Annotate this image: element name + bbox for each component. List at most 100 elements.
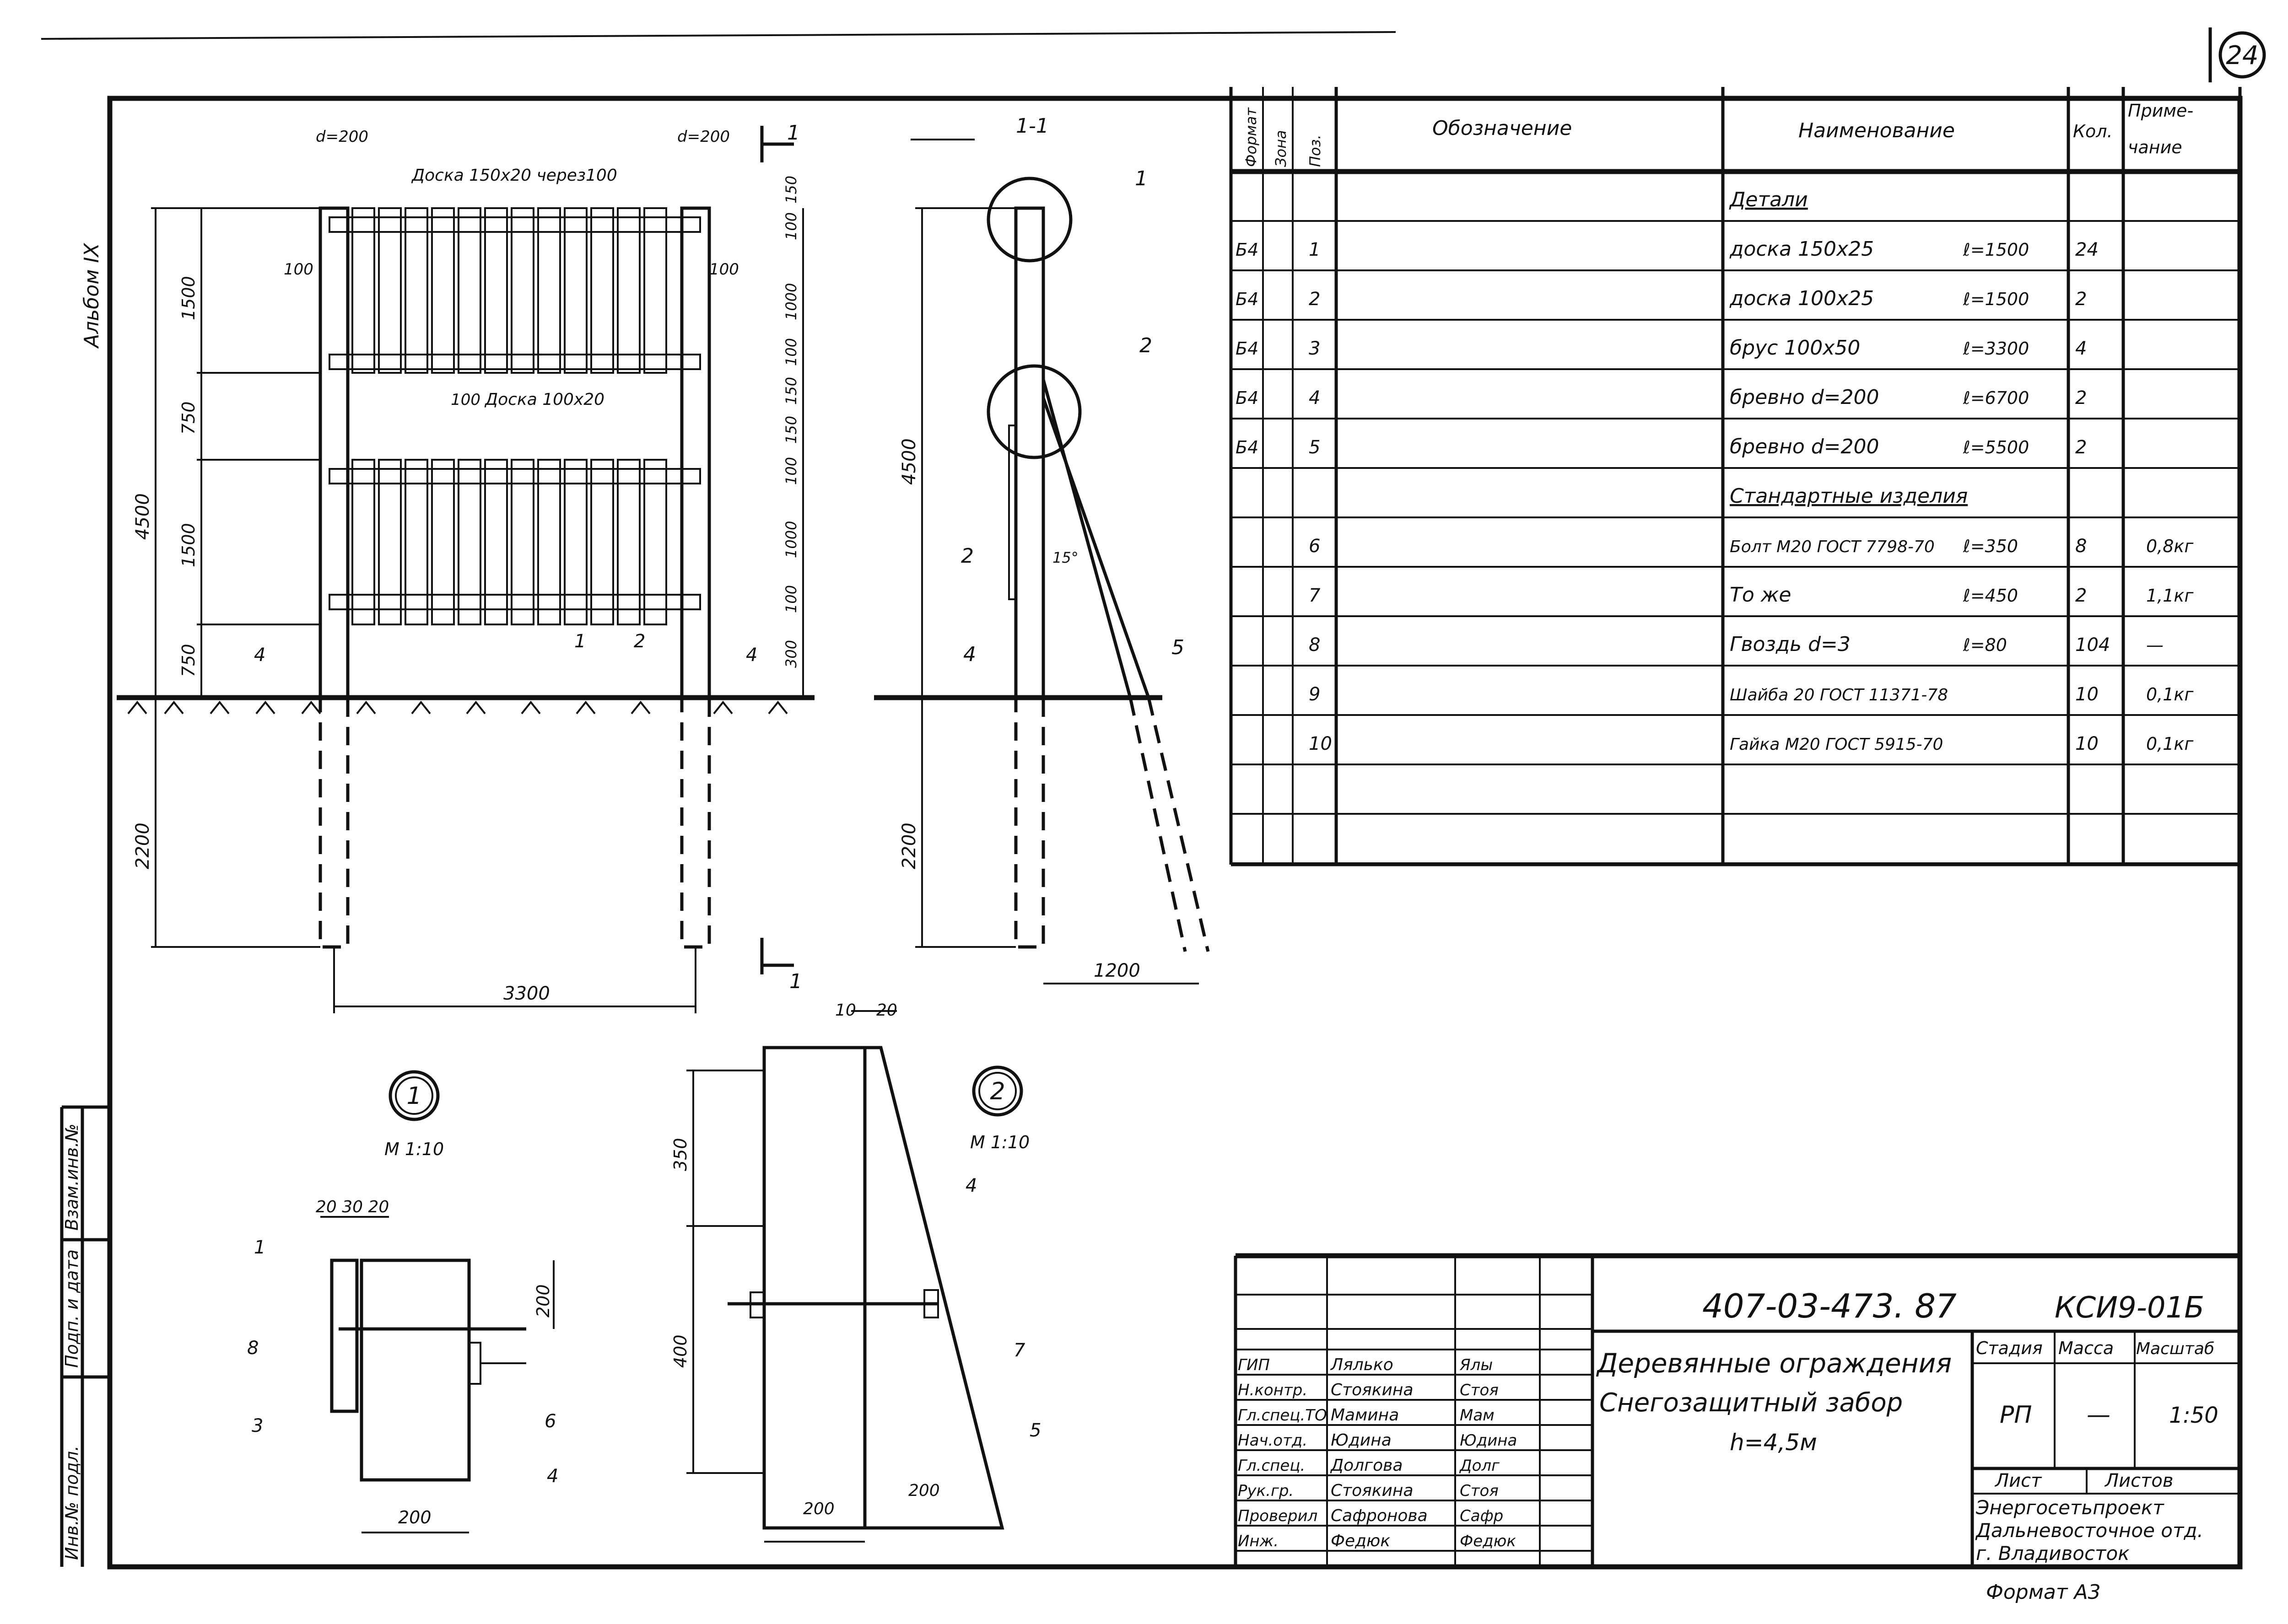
spec-name: доска 100х25 (1729, 287, 1874, 310)
stamp-sign-label: Подп. и дата (62, 1249, 82, 1368)
spec-length: ℓ=5500 (1963, 437, 2029, 457)
spec-format: Б4 (1236, 339, 1258, 359)
spec-name: Детали (1729, 188, 1808, 211)
spec-length: ℓ=450 (1963, 586, 2018, 606)
staff-role: Нач.отд. (1238, 1431, 1307, 1450)
mass-value: — (2087, 1401, 2110, 1429)
section-callout-2-lower: 2 (961, 544, 974, 568)
detail1-scale: М 1:10 (384, 1139, 444, 1159)
staff-role: Проверил (1238, 1507, 1317, 1525)
side-100-left: 100 (284, 260, 313, 279)
spec-name: Стандартные изделия (1730, 484, 1968, 508)
detail1-callout-4: 4 (547, 1466, 558, 1487)
scale-value: 1:50 (2169, 1403, 2218, 1428)
detail2-callout-4: 4 (966, 1175, 977, 1196)
detail2-scale: М 1:10 (970, 1132, 1030, 1152)
dim-750-upper: 750 (178, 401, 199, 435)
spec-quantity: 24 (2075, 239, 2099, 260)
staff-name: Мамина (1331, 1406, 1399, 1425)
detail1-dim-200-v: 200 (533, 1284, 553, 1317)
spec-position: 2 (1309, 289, 1320, 310)
spec-note: 0,1кг (2146, 734, 2194, 754)
detail2-dim-200b: 200 (908, 1481, 940, 1500)
scale-label: Масштаб (2136, 1339, 2214, 1358)
dim-2200: 2200 (132, 823, 153, 869)
staff-role: Гл.спец. (1238, 1457, 1305, 1475)
staff-name: Стоякина (1331, 1481, 1414, 1500)
detail2-callout-7: 7 (1014, 1340, 1025, 1361)
org-line2: Дальневосточное отд. (1975, 1519, 2203, 1542)
fence-elevation (117, 126, 815, 1013)
staff-role: Н.контр. (1238, 1381, 1307, 1399)
spec-header-pos: Поз. (1306, 134, 1324, 167)
spec-name: доска 150х25 (1729, 237, 1874, 261)
staff-name: Сафронова (1331, 1506, 1428, 1525)
staff-signature: Федюк (1460, 1532, 1516, 1550)
spec-header-format: Формат (1242, 107, 1260, 167)
spec-header-note-2: чание (2128, 137, 2182, 157)
detail1-mark: 1 (406, 1082, 421, 1110)
stage-label: Стадия (1976, 1338, 2043, 1358)
staff-signature: Юдина (1460, 1431, 1517, 1450)
sheet-code: КСИ9-01Б (2055, 1291, 2204, 1325)
spec-quantity: 8 (2075, 536, 2087, 557)
sheets-label: Листов (2104, 1470, 2173, 1491)
format-label: Формат А3 (1986, 1581, 2101, 1604)
spec-length: ℓ=3300 (1963, 339, 2029, 359)
sheet-number: 24 (2226, 41, 2258, 70)
spec-position: 10 (1309, 733, 1332, 754)
staff-name: Долгова (1330, 1456, 1403, 1475)
dim-r-150-b: 150 (782, 377, 800, 405)
board-label: Доска 150х20 через100 (411, 166, 617, 185)
section-dim-2200: 2200 (899, 823, 920, 869)
spec-name: бревно d=200 (1730, 386, 1879, 409)
elev-callout-1: 1 (574, 631, 586, 652)
spec-table (1229, 87, 2242, 866)
detail2-callout-5: 5 (1030, 1420, 1041, 1441)
staff-name: Стоякина (1331, 1381, 1414, 1399)
detail2-dim-350: 350 (670, 1138, 691, 1171)
dim-r-1000-a: 1000 (782, 283, 800, 320)
spec-name: Шайба 20 ГОСТ 11371-78 (1730, 686, 1948, 704)
spec-header-note: Приме- (2128, 101, 2193, 121)
spec-quantity: 2 (2075, 387, 2087, 409)
staff-list: ГИП Лялько Ялы Н.контр. Стоякина Стоя Гл… (1238, 1355, 1517, 1550)
staff-signature: Сафр (1460, 1507, 1503, 1525)
dim-3300: 3300 (503, 983, 550, 1004)
staff-signature: Мам (1460, 1406, 1495, 1425)
section-callout-4: 4 (963, 643, 976, 666)
side-100-right: 100 (709, 260, 739, 279)
detail1-callout-8: 8 (247, 1338, 259, 1359)
spec-quantity: 2 (2075, 289, 2087, 310)
dim-1500-upper: 1500 (178, 276, 199, 320)
detail-1 (320, 1070, 555, 1533)
dim-1500-lower: 1500 (178, 523, 199, 567)
spec-quantity: 4 (2075, 338, 2087, 359)
title-line3: h=4,5м (1730, 1429, 1817, 1456)
spec-header-designation: Обозначение (1432, 117, 1572, 140)
dim-r-150-c: 150 (782, 416, 800, 444)
dim-750-lower: 750 (178, 644, 199, 677)
section-callout-1: 1 (1135, 167, 1148, 190)
section-callout-2: 2 (1139, 334, 1152, 357)
mass-label: Масса (2058, 1338, 2114, 1358)
detail2-dim-20: 20 (876, 1001, 897, 1020)
elev-callout-4-left: 4 (254, 645, 265, 666)
staff-role: ГИП (1238, 1356, 1270, 1374)
spec-name: Болт М20 ГОСТ 7798-70 (1730, 538, 1935, 556)
spec-position: 6 (1309, 536, 1320, 557)
mid-100: 100 (451, 391, 480, 409)
section-mark-top: 1 (787, 121, 800, 145)
spec-position: 7 (1309, 585, 1321, 606)
dim-r-100-c: 100 (782, 457, 800, 485)
elev-callout-2: 2 (634, 631, 645, 652)
section-angle: 15° (1052, 549, 1079, 566)
spec-position: 4 (1309, 387, 1320, 409)
staff-signature: Ялы (1459, 1356, 1493, 1374)
drawing-frame (107, 96, 2243, 1570)
staff-role: Рук.гр. (1238, 1482, 1294, 1500)
spec-quantity: 10 (2075, 684, 2099, 705)
section-dim-1200: 1200 (1094, 960, 1140, 981)
